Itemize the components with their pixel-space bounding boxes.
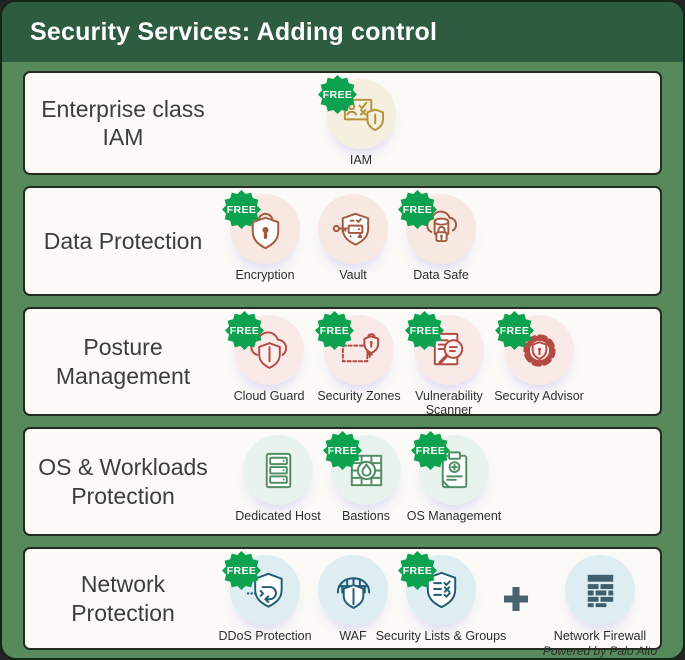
service-security-zones: FREE Security Zones <box>314 311 404 404</box>
row-posture-management: Posture Management FREE Cloud Guard <box>23 307 662 417</box>
free-badge-label: FREE <box>402 203 433 216</box>
services: FREE Cloud Guard FREE <box>224 309 584 417</box>
free-badge-label: FREE <box>226 203 257 216</box>
free-badge-label: FREE <box>409 324 440 337</box>
content: Enterprise class IAM FREE <box>2 62 683 658</box>
cloud-shield-icon <box>249 330 287 369</box>
row-title-line: Posture <box>83 334 163 361</box>
service-vault: Vault <box>309 194 397 283</box>
shield-key-icon <box>332 212 369 246</box>
service-label: Network Firewall <box>553 629 647 643</box>
service-label: Security Zones <box>317 389 401 403</box>
service-data-safe: FREE Data Safe <box>397 190 485 283</box>
shield-return-arrow-icon <box>246 572 283 608</box>
service-encryption: FREE Encryption <box>221 190 309 283</box>
brick-dome-shield-icon <box>336 576 370 609</box>
brick-wall-solid-icon <box>587 574 613 607</box>
row-title-line: IAM <box>102 124 144 150</box>
service-ddos-protection: FREE DDoS Protection <box>218 551 312 644</box>
service-os-management: FREE OS Management <box>407 431 501 524</box>
service-label: Vault <box>339 268 367 282</box>
cloud-database-lock-icon <box>425 210 457 242</box>
row-title-line: OS & Workloads <box>38 454 208 481</box>
free-badge-label: FREE <box>226 564 257 577</box>
free-badge-label: FREE <box>402 564 433 577</box>
gear-lock-icon <box>522 333 556 367</box>
free-badge-label: FREE <box>322 88 353 101</box>
shield-checklist-icon <box>426 571 456 608</box>
service-circle <box>414 315 484 385</box>
free-badge-label: FREE <box>327 444 358 457</box>
service-bastions: FREE Bastions <box>322 431 410 524</box>
service-label: Security Advisor <box>494 389 584 403</box>
service-circle <box>318 194 388 264</box>
service-label: WAF <box>339 629 367 643</box>
row-enterprise-iam: Enterprise class IAM FREE <box>23 71 662 175</box>
row-data-protection: Data Protection FREE Encryption <box>23 186 662 296</box>
free-badge-label: FREE <box>229 324 260 337</box>
services: Dedicated Host FREE Bastions <box>234 429 501 534</box>
service-label: DDoS Protection <box>218 629 312 643</box>
row-title-line: Protection <box>71 599 175 626</box>
row-title: Data Protection <box>25 188 221 294</box>
service-label: Vulnerability Scanner <box>415 389 483 417</box>
service-label: Bastions <box>342 509 390 523</box>
services: FREE Encryption <box>221 188 485 294</box>
brick-wall-flame-icon <box>350 454 382 486</box>
server-rack-icon <box>265 452 291 488</box>
service-label: Data Safe <box>413 268 469 282</box>
service-sublabel: Powered by Palo Alto <box>542 644 658 659</box>
row-title-line: Management <box>55 362 191 389</box>
row-network-protection: Network Protection FREE <box>23 547 662 658</box>
row-title-line: Protection <box>71 482 175 509</box>
id-card-shield-icon <box>343 98 384 131</box>
service-label: Cloud Guard <box>233 389 305 403</box>
shield-padlock-icon <box>251 212 279 249</box>
page-title: Security Services: Adding control <box>30 17 438 46</box>
service-circle <box>406 555 476 625</box>
service-label: IAM <box>349 153 373 167</box>
row-title-line: Network <box>80 571 166 598</box>
service-vulnerability-scanner: FREE Vulnerability Scanner <box>404 311 494 418</box>
header-bar: Security Services: Adding control <box>2 2 683 62</box>
services: FREE DDoS Protection <box>218 549 661 658</box>
service-circle <box>243 435 313 505</box>
service-label: Encryption <box>235 268 295 282</box>
row-title-line: Enterprise class <box>41 95 205 122</box>
service-label: Security Lists & Groups <box>375 629 507 643</box>
service-iam: FREE IAM <box>317 75 405 168</box>
free-badge-label: FREE <box>319 324 350 337</box>
row-title: Network Protection <box>25 549 221 648</box>
service-dedicated-host: Dedicated Host <box>234 435 322 524</box>
free-badge-label: FREE <box>499 324 530 337</box>
row-os-workloads-protection: OS & Workloads Protection <box>23 427 662 536</box>
service-security-lists-groups: FREE Security Lists & Groups <box>376 551 506 644</box>
service-label: Dedicated Host <box>235 509 321 523</box>
row-title: Posture Management <box>25 309 221 414</box>
services: FREE IAM <box>317 73 405 173</box>
service-circle <box>565 555 635 625</box>
row-title: OS & Workloads Protection <box>25 429 221 534</box>
plus-icon <box>503 586 529 612</box>
service-label: OS Management <box>406 509 502 523</box>
row-title-line: Data Protection <box>43 227 203 254</box>
row-title: Enterprise class IAM <box>25 73 221 173</box>
clipboard-plus-icon <box>441 450 467 488</box>
service-circle <box>318 555 388 625</box>
service-cloud-guard: FREE Cloud Guard <box>224 311 314 404</box>
service-waf: WAF <box>309 555 397 644</box>
dashed-zone-shield-icon <box>341 332 379 362</box>
service-security-advisor: FREE Security Advisor <box>494 311 584 404</box>
free-badge-label: FREE <box>415 444 446 457</box>
document-magnifier-icon <box>433 332 463 365</box>
service-network-firewall: Network Firewall Powered by Palo Alto <box>539 555 661 658</box>
